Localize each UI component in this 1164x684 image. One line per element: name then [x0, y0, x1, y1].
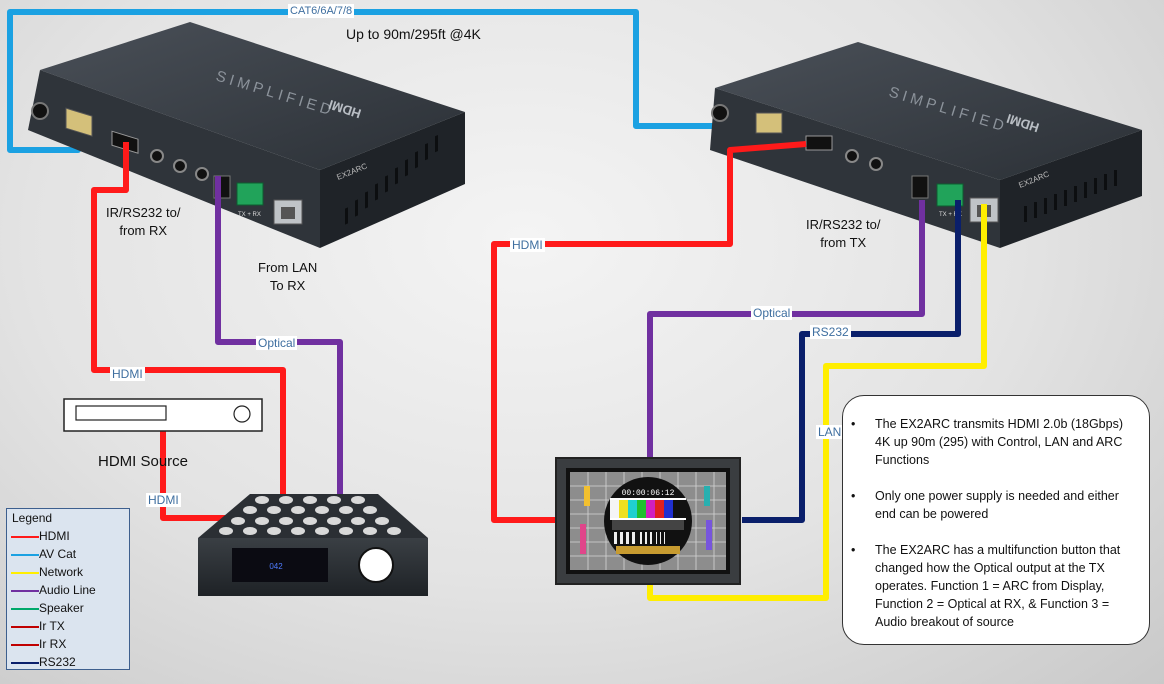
legend-swatch	[11, 626, 39, 628]
legend-item: Ir TX	[9, 618, 129, 634]
tx-vents	[345, 135, 438, 225]
legend-item: Audio Line	[9, 582, 129, 598]
tx-extender: SIMPLIFIED HDMI TX + RX EX2ARC	[28, 22, 465, 248]
rx-lan-port	[755, 112, 783, 134]
legend-label: RS232	[39, 655, 76, 669]
info-list: • The EX2ARC transmits HDMI 2.0b (18Gbps)…	[843, 396, 1149, 631]
hdmi-source-label: HDMI Source	[98, 453, 189, 470]
info-point: • The EX2ARC transmits HDMI 2.0b (18Gbps)…	[843, 415, 1135, 469]
legend-swatch	[11, 590, 39, 592]
ir-to-tx-label: IR/RS232 to/ from TX	[806, 216, 880, 252]
legend-item: RS232	[9, 654, 129, 670]
info-point: • The EX2ARC has a multifunction button t…	[843, 541, 1135, 631]
legend-label: Ir RX	[39, 637, 67, 651]
from-lan-line-1: From LAN	[258, 260, 318, 275]
wire-label-lan: LAN	[816, 425, 844, 439]
legend-label: Speaker	[39, 601, 84, 615]
wire-label-optical-rx: Optical	[751, 306, 793, 320]
svg-text:042: 042	[269, 562, 283, 571]
svg-text:TX + RX: TX + RX	[939, 212, 962, 218]
ir-to-tx-line-2: from TX	[820, 235, 867, 250]
info-point-text: Only one power supply is needed and eith…	[875, 489, 1119, 521]
av-receiver: 042	[198, 494, 428, 596]
wire-label-hdmi-rx-side: HDMI	[110, 367, 145, 381]
tx-lan-port	[65, 107, 93, 137]
from-lan-line-2: To RX	[269, 278, 306, 293]
hdmi-cable-source-to-avr	[160, 430, 232, 521]
bullet-icon: •	[851, 543, 856, 557]
info-point-text: The EX2ARC transmits HDMI 2.0b (18Gbps) …	[875, 417, 1123, 467]
tx-power-port	[31, 102, 49, 120]
cat-cable-label: CAT6/6A/7/8	[288, 4, 355, 18]
tx-ir-terminal	[236, 182, 264, 206]
display-tv: 00:00:06:12	[555, 457, 741, 585]
legend-swatch	[11, 608, 39, 610]
legend-label: Audio Line	[39, 583, 96, 597]
info-box: • The EX2ARC transmits HDMI 2.0b (18Gbps)…	[842, 395, 1150, 645]
wire-label-hdmi-display: HDMI	[510, 238, 545, 252]
legend-item: HDMI	[9, 528, 129, 544]
ir-to-rx-line-2: from RX	[119, 223, 168, 238]
lan-cable-rx-to-display	[647, 204, 987, 601]
hdmi-cable-tx-to-avr	[91, 142, 286, 500]
wire-label-hdmi-source: HDMI	[146, 493, 181, 507]
legend-label: Ir TX	[39, 619, 65, 633]
avr-display	[232, 548, 328, 582]
rx-optical-port	[911, 175, 929, 199]
color-bars	[610, 500, 686, 518]
avr-volume-knob	[358, 547, 394, 583]
legend-item: Ir RX	[9, 636, 129, 652]
legend-item: AV Cat	[9, 546, 129, 562]
svg-text:TX + RX: TX + RX	[238, 212, 261, 218]
distance-label: Up to 90m/295ft @4K	[346, 26, 481, 42]
rx-hdmi-port	[805, 135, 833, 151]
legend-label: Network	[39, 565, 84, 579]
info-point: • Only one power supply is needed and eit…	[843, 487, 1135, 523]
legend-title: Legend	[12, 511, 53, 525]
legend-swatch	[11, 554, 39, 556]
legend-label: AV Cat	[39, 547, 77, 561]
rx-power-port	[711, 104, 729, 122]
wire-label-optical-tx: Optical	[256, 336, 298, 350]
info-point-text: The EX2ARC has a multifunction button th…	[875, 543, 1121, 629]
svg-text:00:00:06:12: 00:00:06:12	[622, 489, 675, 498]
wire-label-rs232: RS232	[810, 325, 851, 339]
rs232-cable-rx-to-display	[742, 200, 961, 523]
hdmi-source-device	[63, 398, 263, 432]
legend-swatch	[11, 662, 39, 664]
ir-to-rx-line-1: IR/RS232 to/	[106, 205, 181, 220]
legend-label: HDMI	[39, 529, 70, 543]
ir-to-tx-line-1: IR/RS232 to/	[806, 217, 881, 232]
bullet-icon: •	[851, 489, 856, 503]
legend-swatch	[11, 572, 39, 574]
legend-swatch	[11, 536, 39, 538]
from-lan-label: From LAN To RX	[258, 259, 317, 295]
rx-vents	[1024, 170, 1117, 222]
legend-item: Network	[9, 564, 129, 580]
bullet-icon: •	[851, 417, 856, 431]
rx-extender: SIMPLIFIED HDMI TX + RX EX2ARC	[710, 42, 1142, 248]
hdmi-cable-rx-to-display	[491, 141, 807, 523]
ir-to-rx-label: IR/RS232 to/ from RX	[106, 204, 180, 240]
legend-item: Speaker	[9, 600, 129, 616]
legend-swatch	[11, 644, 39, 646]
